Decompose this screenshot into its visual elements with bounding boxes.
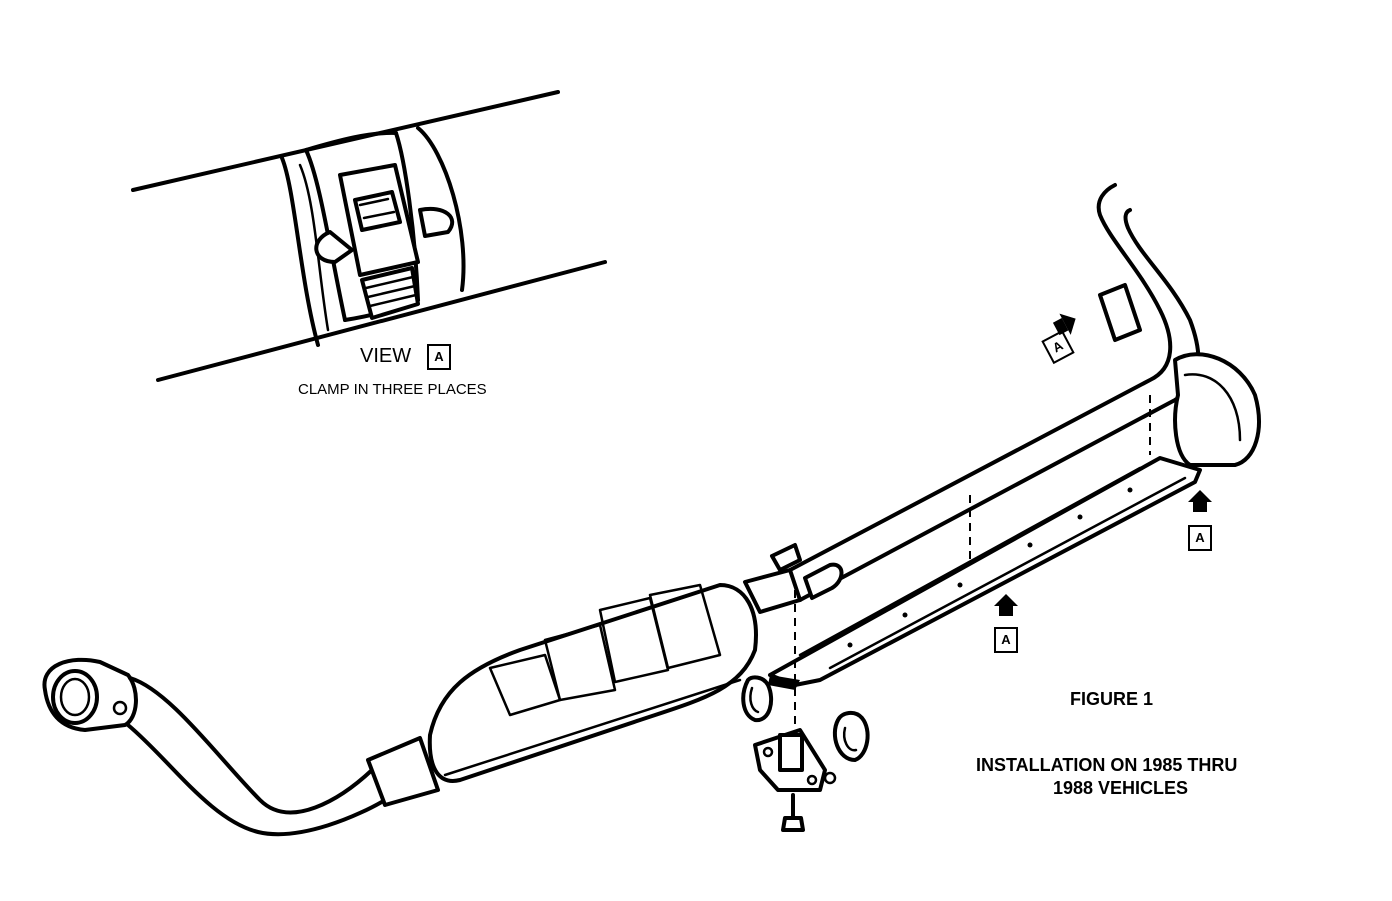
hanger-hardware bbox=[741, 675, 870, 832]
intermediate-pipe bbox=[770, 183, 1201, 602]
figure-description-line2: 1988 VEHICLES bbox=[1053, 778, 1189, 798]
view-label: VIEW bbox=[360, 345, 412, 367]
callout-box-middle: A bbox=[994, 627, 1018, 653]
figure-title: FIGURE 1 bbox=[1070, 689, 1154, 709]
catalytic-converter-assembly bbox=[42, 568, 802, 837]
figure-description-line1: INSTALLATION ON 1985 THRU bbox=[976, 755, 1238, 775]
heat-shield bbox=[768, 352, 1261, 690]
view-caption: CLAMP IN THREE PLACES bbox=[298, 381, 487, 398]
clamp-detail-view bbox=[131, 90, 607, 382]
view-callout-box: A bbox=[427, 344, 451, 370]
callout-box-right: A bbox=[1188, 525, 1212, 551]
